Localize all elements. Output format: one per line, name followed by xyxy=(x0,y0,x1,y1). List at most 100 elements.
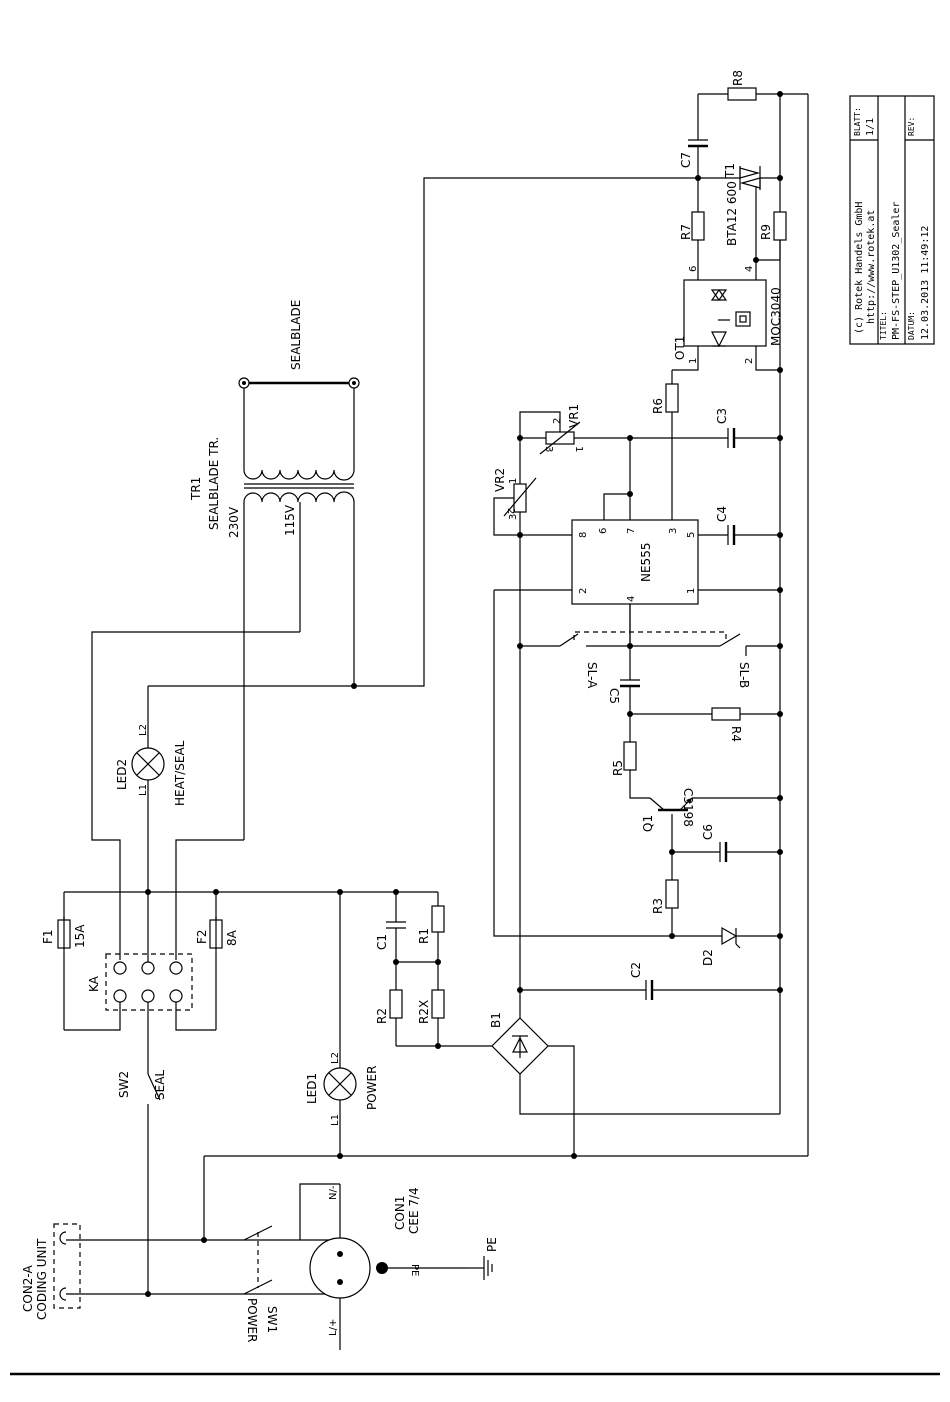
led1-power-lamp: LED1 POWER L2 L1 xyxy=(305,892,379,1156)
led2-heat-seal-lamp: LED2 HEAT/SEAL L2 L1 xyxy=(115,724,187,892)
r5-label: R5 xyxy=(611,760,625,776)
blatt-value: 1/1 xyxy=(865,118,876,136)
con1-desc: CEE 7/4 xyxy=(407,1187,421,1234)
led2-desc: HEAT/SEAL xyxy=(173,740,187,806)
vr1-pin1: 1 xyxy=(573,446,584,452)
c4-label: C4 xyxy=(715,506,729,522)
ne555-pin5: 5 xyxy=(686,532,697,538)
c6-label: C6 xyxy=(701,824,715,840)
r3-label: R3 xyxy=(651,898,665,914)
f2-value: 8A xyxy=(225,929,239,946)
ne555-pin4: 4 xyxy=(626,596,637,602)
d2-label: D2 xyxy=(701,949,715,966)
t1-type: BTA12 600 xyxy=(725,181,739,246)
blatt-label: BLATT: xyxy=(853,107,862,136)
vr2-pin3: 3 xyxy=(508,514,519,520)
ne555-pin8: 8 xyxy=(578,532,589,538)
sl-b-label: SL-B xyxy=(737,662,751,688)
r9-label: R9 xyxy=(759,224,773,240)
c1-label: C1 xyxy=(375,934,389,950)
con2-desc: CODING UNIT xyxy=(35,1238,49,1320)
vr2-label: VR2 xyxy=(493,468,507,492)
tr1-label: TR1 xyxy=(189,477,203,501)
r6-label: R6 xyxy=(651,398,665,414)
vr2-pin1: 1 xyxy=(508,478,519,484)
resistor-r6: R6 xyxy=(651,346,699,414)
titel-label: TITEL: xyxy=(879,311,888,340)
capacitor-c6: C6 xyxy=(672,824,783,862)
ot1-pin1: 1 xyxy=(688,358,699,364)
connector-con1-cee74: CON1 CEE 7/4 N/- L/+ PE PE xyxy=(309,1184,499,1350)
tr1-115v: 115V xyxy=(283,504,297,536)
ne555-pin2: 2 xyxy=(578,588,589,594)
pe-ground-label: PE xyxy=(485,1237,499,1252)
sw1-label: SW1 xyxy=(265,1306,279,1333)
led1-desc: POWER xyxy=(365,1066,379,1110)
company-name: (c) Rotek Handels GmbH xyxy=(854,202,865,334)
capacitor-c7: C7 xyxy=(679,94,708,178)
titel-value: PM-FS-STEP_U1302_Sealer xyxy=(891,202,902,340)
switch-sw1-power: SW1 POWER xyxy=(243,1183,340,1342)
capacitor-c4: C4 xyxy=(698,506,783,545)
sw2-label: SW2 xyxy=(117,1071,131,1098)
con1-n: N/- xyxy=(328,1185,339,1200)
ot1-pin4: 4 xyxy=(744,266,755,272)
r8-label: R8 xyxy=(731,70,745,86)
ot1-label: OT1 xyxy=(673,336,687,360)
capacitor-c2: C2 xyxy=(517,962,783,1000)
ot1-pin6: 6 xyxy=(688,266,699,272)
capacitor-c3: C3 xyxy=(630,408,783,448)
relay-ka: KA xyxy=(64,892,216,1060)
resistor-r4: R4 xyxy=(630,707,783,742)
led1-l1: L1 xyxy=(330,1114,341,1126)
ka-label: KA xyxy=(87,975,101,992)
r4-label: R4 xyxy=(729,726,743,742)
datum-label: DATUM: xyxy=(907,311,916,340)
ic-ne555: NE555 8 6 7 3 5 2 4 1 xyxy=(571,519,699,605)
sw2-desc: SEAL xyxy=(153,1070,167,1100)
transistor-q1: Q1 C3198 xyxy=(629,770,783,852)
connector-con2-coding-unit: CON2-A CODING UNIT xyxy=(21,1223,340,1320)
con1-label: CON1 xyxy=(393,1196,407,1230)
moc3040-label: MOC3040 xyxy=(769,287,783,346)
bridge-rectifier-b1: B1 xyxy=(489,535,780,1156)
title-block: (c) Rotek Handels GmbH http://www.rotek.… xyxy=(849,95,935,345)
c3-label: C3 xyxy=(715,408,729,424)
capacitor-c5: C5 xyxy=(607,604,640,714)
con1-pe: PE xyxy=(409,1264,420,1276)
q1-type: C3198 xyxy=(681,788,695,827)
r1-label: R1 xyxy=(417,928,431,944)
rev-label: REV: xyxy=(907,117,916,136)
sl-a-label: SL-A xyxy=(585,662,599,689)
led2-label: LED2 xyxy=(115,759,129,790)
con2-label: CON2-A xyxy=(21,1264,35,1312)
c7-label: C7 xyxy=(679,152,693,168)
optotriac-ot1: OT1 MOC3040 6 4 1 2 xyxy=(673,240,783,371)
switch-sw2-seal: SW2 SEAL xyxy=(117,1060,167,1294)
sealblade-label: SEALBLADE xyxy=(289,300,303,370)
ne555-pin7: 7 xyxy=(626,528,637,534)
vr1-label: VR1 xyxy=(567,404,581,428)
fuse-f2: F2 8A xyxy=(195,892,239,1030)
f1-value: 15A xyxy=(73,924,87,948)
c5-label: C5 xyxy=(607,688,621,704)
vr2-pin2: 2 xyxy=(505,508,516,514)
ne555-pin3: 3 xyxy=(668,528,679,534)
triac-t1: T1 BTA12 600 xyxy=(698,163,783,260)
c2-label: C2 xyxy=(629,962,643,978)
t1-label: T1 xyxy=(723,163,737,179)
resistor-r5: R5 xyxy=(611,714,637,776)
ne555-label: NE555 xyxy=(639,543,653,582)
sw1-desc: POWER xyxy=(245,1298,259,1342)
potentiometer-vr1: VR1 2 3 1 xyxy=(519,404,630,455)
resistor-r8: R8 xyxy=(698,70,808,101)
led2-l2: L2 xyxy=(138,724,149,736)
led1-label: LED1 xyxy=(305,1073,319,1104)
r2-label: R2 xyxy=(375,1008,389,1024)
vr1-pin2: 2 xyxy=(552,418,563,424)
dropper-network: C1 R1 R2 R2X xyxy=(375,892,492,1049)
con1-l: L/+ xyxy=(328,1319,339,1336)
vr1-pin3: 3 xyxy=(543,446,554,452)
sealblade-transformer: SEALBLADE TR1 SEALBLADE TR. 230V 115V xyxy=(189,300,360,840)
